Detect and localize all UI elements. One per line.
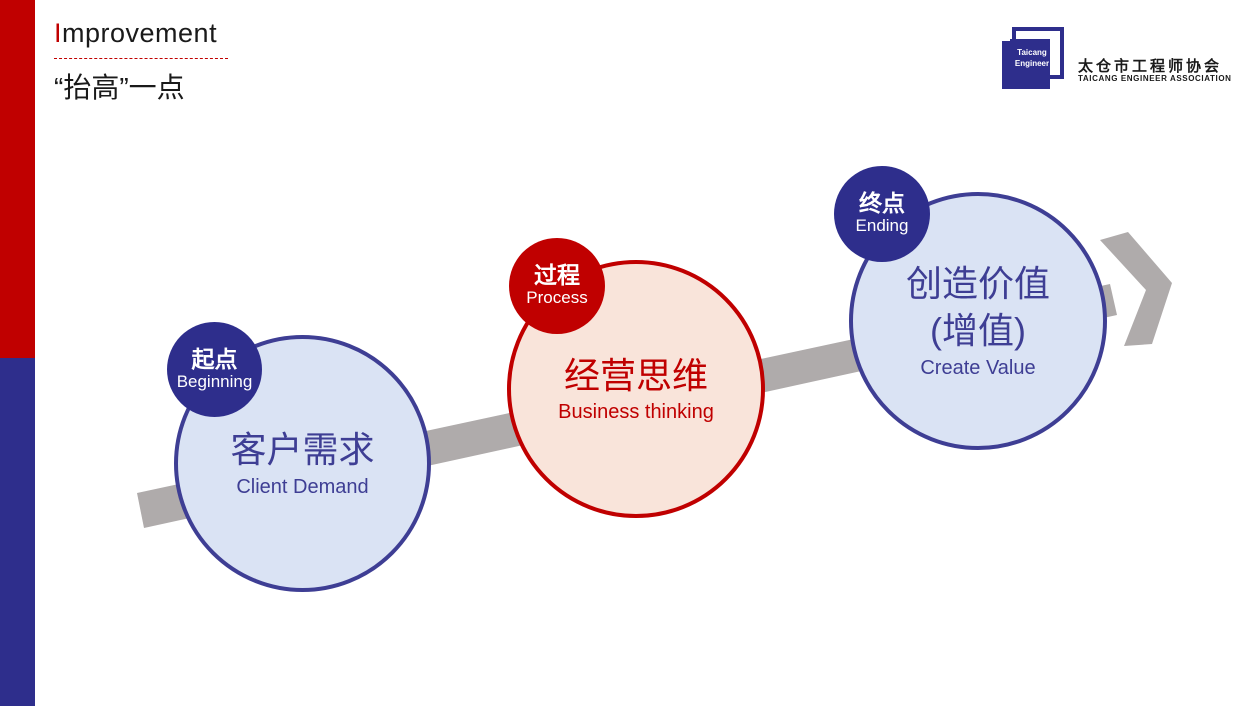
- step-ending-title-cn-line1: 创造价值: [905, 263, 1050, 305]
- step-beginning-badge-cn: 起点: [191, 345, 238, 372]
- step-beginning-title-en: Client Demand: [236, 475, 369, 498]
- step-beginning-badge-en: Beginning: [176, 371, 253, 391]
- step-process-badge-en: Process: [526, 288, 588, 308]
- step-process-badge: 过程 Process: [509, 238, 605, 334]
- logo-mark-line2: Engineer: [1015, 59, 1049, 68]
- org-name-en: TAICANG ENGINEER ASSOCIATION: [1078, 74, 1232, 83]
- page-title-rest: mprovement: [62, 18, 218, 48]
- logo-mark-line1: Taicang: [1017, 48, 1047, 57]
- arrow-head: [1100, 232, 1172, 346]
- step-ending-badge-cn: 终点: [859, 190, 905, 217]
- side-bar-red: [0, 0, 35, 358]
- step-process-badge-cn: 过程: [534, 262, 580, 289]
- step-ending-badge-en: Ending: [855, 216, 909, 236]
- step-process-title-cn: 经营思维: [563, 354, 708, 396]
- page-title-initial: I: [54, 18, 63, 48]
- page-title: Improvement: [54, 18, 217, 49]
- page-subtitle: “抬高”一点: [54, 72, 185, 103]
- step-beginning-title-cn: 客户需求: [230, 429, 375, 471]
- step-beginning-badge: 起点 Beginning: [167, 322, 262, 417]
- title-divider: [54, 58, 228, 59]
- step-ending-badge: 终点 Ending: [834, 166, 930, 262]
- step-ending-title-en: Create Value: [920, 356, 1036, 379]
- step-process-title-en: Business thinking: [558, 401, 714, 424]
- logo-mark-icon: Taicang Engineer: [1002, 27, 1064, 89]
- side-bar-blue: [0, 358, 35, 706]
- association-logo: Taicang Engineer 太仓市工程师协会 TAICANG ENGINE…: [1000, 27, 1240, 93]
- step-ending-title-cn-line2: (增值): [930, 310, 1026, 351]
- org-name-cn: 太仓市工程师协会: [1078, 58, 1223, 75]
